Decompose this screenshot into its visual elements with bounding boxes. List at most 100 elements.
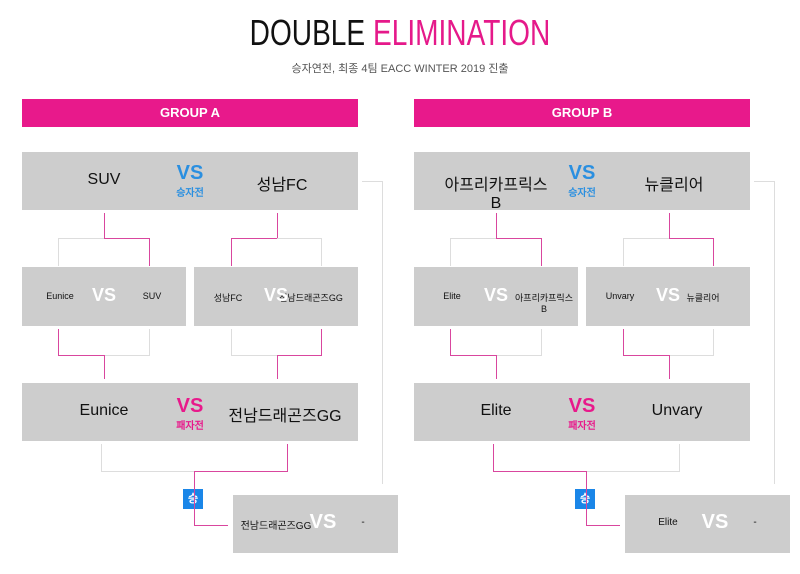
connector-line bbox=[104, 213, 105, 238]
losers-match-box[interactable] bbox=[22, 383, 358, 441]
vs-label: VS bbox=[309, 511, 337, 533]
connector-line bbox=[541, 329, 542, 355]
connector-line bbox=[321, 238, 322, 266]
team-right: 뉴클리어 bbox=[686, 293, 720, 303]
connector-line bbox=[496, 355, 542, 356]
semi2-match-box[interactable] bbox=[586, 267, 750, 326]
vs-label: VS bbox=[568, 395, 596, 417]
win-badge: 승 bbox=[575, 489, 595, 509]
group-header: GROUP A bbox=[22, 99, 358, 127]
connector-line bbox=[194, 525, 228, 526]
winners-match-box[interactable] bbox=[414, 152, 750, 210]
connector-line bbox=[58, 355, 104, 356]
connector-line bbox=[450, 329, 451, 355]
connector-line bbox=[586, 471, 680, 472]
team-left: Eunice bbox=[46, 291, 74, 301]
connector-line bbox=[450, 238, 496, 239]
connector-line bbox=[496, 238, 542, 239]
team-left: Eunice bbox=[79, 402, 129, 419]
connector-line bbox=[321, 329, 322, 355]
connector-line bbox=[277, 213, 278, 238]
connector-line bbox=[496, 355, 497, 379]
connector-line bbox=[101, 471, 194, 472]
title-part1: DOUBLE bbox=[249, 12, 366, 53]
team-left: Elite bbox=[480, 402, 512, 419]
team-right: 전남드래곤즈GG bbox=[279, 293, 343, 303]
round-label: 승자전 bbox=[176, 188, 204, 199]
team-left: 전남드래곤즈GG bbox=[240, 521, 312, 532]
connector-line bbox=[493, 444, 494, 471]
connector-line bbox=[194, 471, 288, 472]
connector-line bbox=[493, 471, 586, 472]
team-left: Elite bbox=[658, 517, 678, 528]
team-right: 전남드래곤즈GG bbox=[228, 408, 342, 425]
vs-label: VS bbox=[263, 285, 288, 305]
connector-line bbox=[382, 181, 383, 484]
round-label: 패자전 bbox=[176, 421, 204, 432]
team-left: 성남FC bbox=[213, 293, 243, 303]
vs-label: VS bbox=[701, 511, 729, 533]
connector-line bbox=[231, 238, 277, 239]
connector-line bbox=[231, 355, 277, 356]
connector-line bbox=[586, 471, 587, 525]
vs-label: VS bbox=[91, 285, 116, 305]
team-right: 뉴클리어 bbox=[644, 177, 704, 194]
connector-line bbox=[623, 355, 669, 356]
connector-line bbox=[362, 181, 383, 182]
connector-line bbox=[101, 444, 102, 471]
connector-line bbox=[774, 181, 775, 484]
connector-line bbox=[713, 329, 714, 355]
winners-match-box[interactable] bbox=[22, 152, 358, 210]
subtitle: 승자연전, 최종 4팀 EACC WINTER 2019 진출 bbox=[291, 63, 509, 75]
connector-line bbox=[58, 329, 59, 355]
connector-line bbox=[231, 329, 232, 355]
title-part2: ELIMINATION bbox=[372, 12, 551, 53]
connector-line bbox=[104, 355, 150, 356]
connector-line bbox=[713, 238, 714, 266]
connector-line bbox=[104, 238, 150, 239]
connector-line bbox=[669, 213, 670, 238]
connector-line bbox=[623, 238, 669, 239]
team-right: Unvary bbox=[651, 402, 703, 419]
connector-line bbox=[450, 355, 496, 356]
team-left: Unvary bbox=[605, 291, 635, 301]
team-left: 아프리카프릭스B bbox=[444, 177, 548, 212]
connector-line bbox=[231, 238, 232, 266]
round-label: 패자전 bbox=[568, 421, 596, 432]
team-left: SUV bbox=[87, 171, 121, 188]
connector-line bbox=[194, 471, 195, 525]
vs-label: VS bbox=[176, 162, 204, 184]
final-match-box[interactable] bbox=[625, 495, 790, 553]
round-label: 승자전 bbox=[568, 188, 596, 199]
team-right: - bbox=[753, 517, 757, 528]
vs-label: VS bbox=[176, 395, 204, 417]
connector-line bbox=[277, 355, 278, 379]
vs-label: VS bbox=[655, 285, 680, 305]
page-title: DOUBLE ELIMINATION bbox=[88, 12, 712, 54]
connector-line bbox=[58, 238, 104, 239]
losers-match-box[interactable] bbox=[414, 383, 750, 441]
group-header: GROUP B bbox=[414, 99, 750, 127]
connector-line bbox=[754, 181, 775, 182]
connector-line bbox=[623, 238, 624, 266]
semi1-match-box[interactable] bbox=[22, 267, 186, 326]
connector-line bbox=[496, 213, 497, 238]
semi2-match-box[interactable] bbox=[194, 267, 358, 326]
connector-line bbox=[669, 238, 714, 239]
vs-label: VS bbox=[483, 285, 508, 305]
connector-line bbox=[149, 329, 150, 355]
semi1-match-box[interactable] bbox=[414, 267, 578, 326]
team-right: SUV bbox=[142, 291, 162, 301]
connector-line bbox=[669, 355, 670, 379]
connector-line bbox=[586, 525, 620, 526]
final-match-box[interactable] bbox=[233, 495, 398, 553]
connector-line bbox=[277, 238, 322, 239]
team-right: 아프리카프릭스B bbox=[515, 293, 573, 314]
win-badge: 승 bbox=[183, 489, 203, 509]
team-right: 성남FC bbox=[256, 177, 308, 194]
vs-label: VS bbox=[568, 162, 596, 184]
connector-line bbox=[679, 444, 680, 471]
connector-line bbox=[58, 238, 59, 266]
team-left: Elite bbox=[443, 291, 461, 301]
connector-line bbox=[287, 444, 288, 471]
